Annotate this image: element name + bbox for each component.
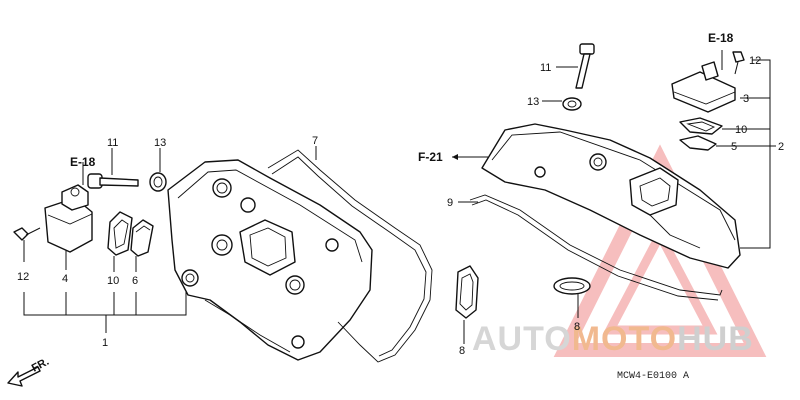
callout-13-right: 13: [527, 96, 539, 108]
washer-13-left: [149, 172, 167, 192]
reed-6-left: [130, 219, 154, 257]
bolt-12-right: [732, 51, 745, 75]
ref-e18-right: E-18: [708, 31, 734, 45]
callout-1: 1: [102, 337, 108, 349]
callout-12-left: 12: [17, 271, 29, 283]
callout-7: 7: [312, 135, 318, 147]
front-direction-arrow: FR.: [7, 356, 51, 387]
head-cover-right: [481, 123, 741, 269]
callout-11-left: 11: [107, 137, 118, 149]
callout-8-left: 8: [459, 345, 465, 357]
bolt-12-left: [13, 227, 41, 241]
callout-13-left: 13: [154, 137, 166, 149]
leaders-right: [452, 50, 776, 344]
ref-e18-left: E-18: [70, 155, 96, 169]
plug-seal-8a: [455, 265, 479, 319]
watermark-moto: MOTO: [572, 320, 677, 358]
pair-valve-right: [671, 61, 736, 113]
callout-5: 5: [731, 141, 737, 153]
callout-12-right: 12: [749, 55, 761, 67]
pair-valve-left: [44, 184, 93, 253]
reed-5-right: [679, 135, 717, 151]
head-cover-left: [167, 159, 373, 361]
bolt-11-right: [575, 43, 595, 89]
watermark-hub: HUB: [677, 320, 754, 358]
gasket-10-left: [107, 211, 133, 256]
direction-label: FR.: [30, 356, 51, 375]
gasket-left: [267, 149, 433, 363]
callout-6: 6: [132, 275, 138, 287]
bolt-11-left: [87, 173, 139, 189]
watermark-text: AUTOMOTOHUB: [472, 320, 754, 358]
leaders-left: [23, 146, 317, 333]
gasket-right: [469, 194, 723, 301]
callout-3: 3: [743, 93, 749, 105]
gasket-10-right: [679, 117, 723, 135]
callout-2: 2: [778, 141, 784, 153]
watermark-auto: AUTO: [472, 320, 572, 358]
plug-seal-8b: [553, 277, 591, 295]
callout-10-left: 10: [107, 275, 119, 287]
callout-10-right: 10: [735, 124, 747, 136]
callout-9: 9: [447, 197, 453, 209]
callout-11-right: 11: [540, 62, 551, 74]
callout-8-right: 8: [574, 321, 580, 333]
callout-4: 4: [62, 273, 68, 285]
ref-f21: F-21: [418, 150, 443, 164]
figure-code: MCW4-E0100 A: [617, 371, 689, 382]
washer-13-right: [562, 97, 582, 111]
